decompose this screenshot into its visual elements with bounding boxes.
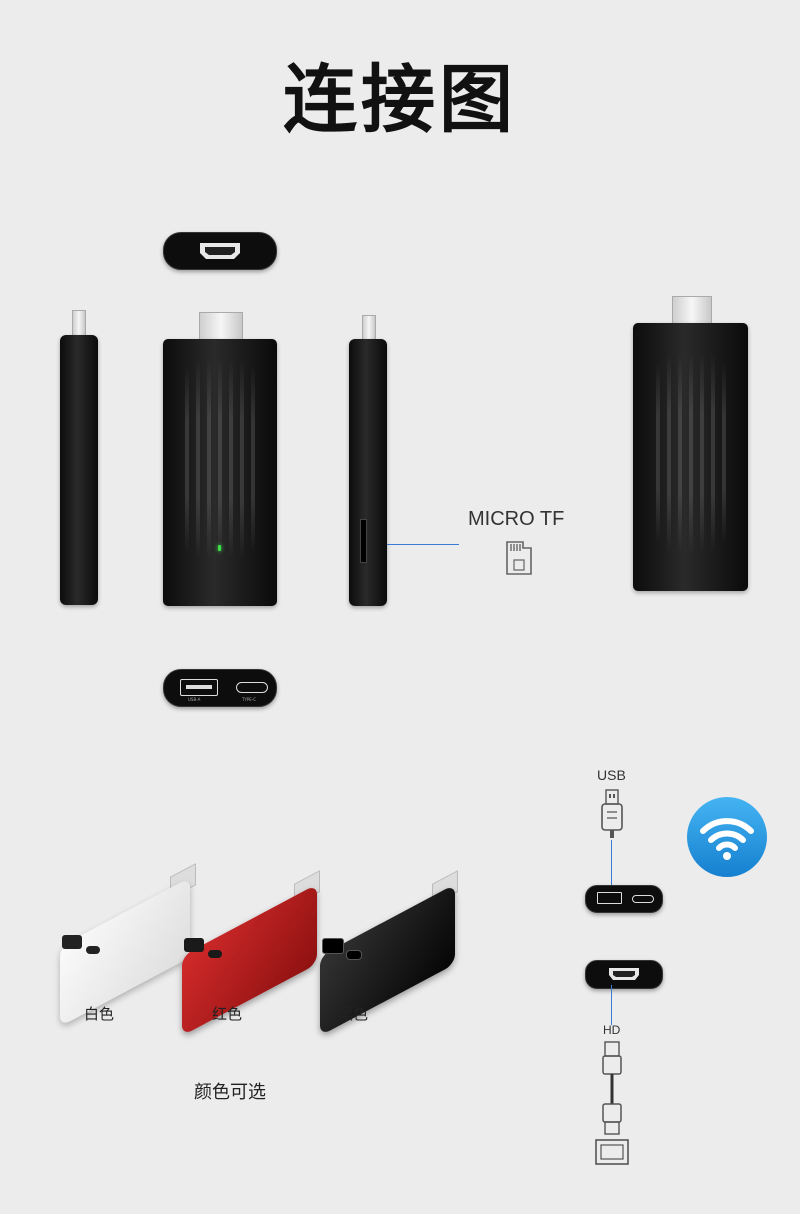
hdmi-cable-icon [595, 1041, 629, 1165]
hdmi-port-icon [200, 243, 240, 259]
hdmi-endcap-small [585, 960, 663, 989]
color-option-red [182, 870, 322, 1036]
device-side-right [349, 339, 387, 606]
hd-label: HD [603, 1023, 621, 1037]
usb-label: USB [597, 767, 626, 783]
color-option-black [320, 870, 460, 1036]
type-c-port-label: TYPE-C [242, 697, 257, 702]
usb-endcap-small [585, 885, 663, 913]
hdmi-endcap [163, 232, 277, 270]
page-title: 连接图 [283, 57, 517, 143]
device-side-left [60, 335, 98, 605]
usb-a-port-label: USB-A [188, 697, 201, 702]
colors-caption: 颜色可选 [194, 1082, 266, 1103]
wifi-icon [687, 797, 767, 877]
color-option-white [60, 862, 196, 1027]
usb-connection-line [611, 840, 612, 888]
hdmi-plug-large [672, 296, 712, 325]
usb-plug-icon [601, 789, 623, 838]
side-plug-right [362, 315, 376, 341]
device-front [163, 339, 277, 606]
micro-tf-label: MICRO TF [468, 508, 565, 530]
color-name-white: 白色 [84, 1005, 115, 1023]
sd-card-icon [506, 541, 532, 575]
hdmi-port-icon-small [609, 968, 639, 980]
type-c-port-icon-small [632, 895, 654, 903]
hdmi-plug-front [199, 312, 243, 341]
status-led-icon [218, 545, 221, 551]
usb-a-port-icon-small [597, 892, 622, 904]
color-name-black: 黑色 [338, 1005, 369, 1023]
usb-a-port-icon [180, 679, 218, 696]
ports-endcap: USB-A TYPE-C [163, 669, 277, 707]
tf-callout-line [387, 544, 459, 545]
device-large [633, 323, 748, 591]
tf-slot [360, 519, 367, 563]
type-c-port-icon [236, 682, 268, 693]
color-name-red: 红色 [212, 1005, 243, 1023]
side-plug-left [72, 310, 86, 337]
hd-connection-line [611, 985, 612, 1025]
